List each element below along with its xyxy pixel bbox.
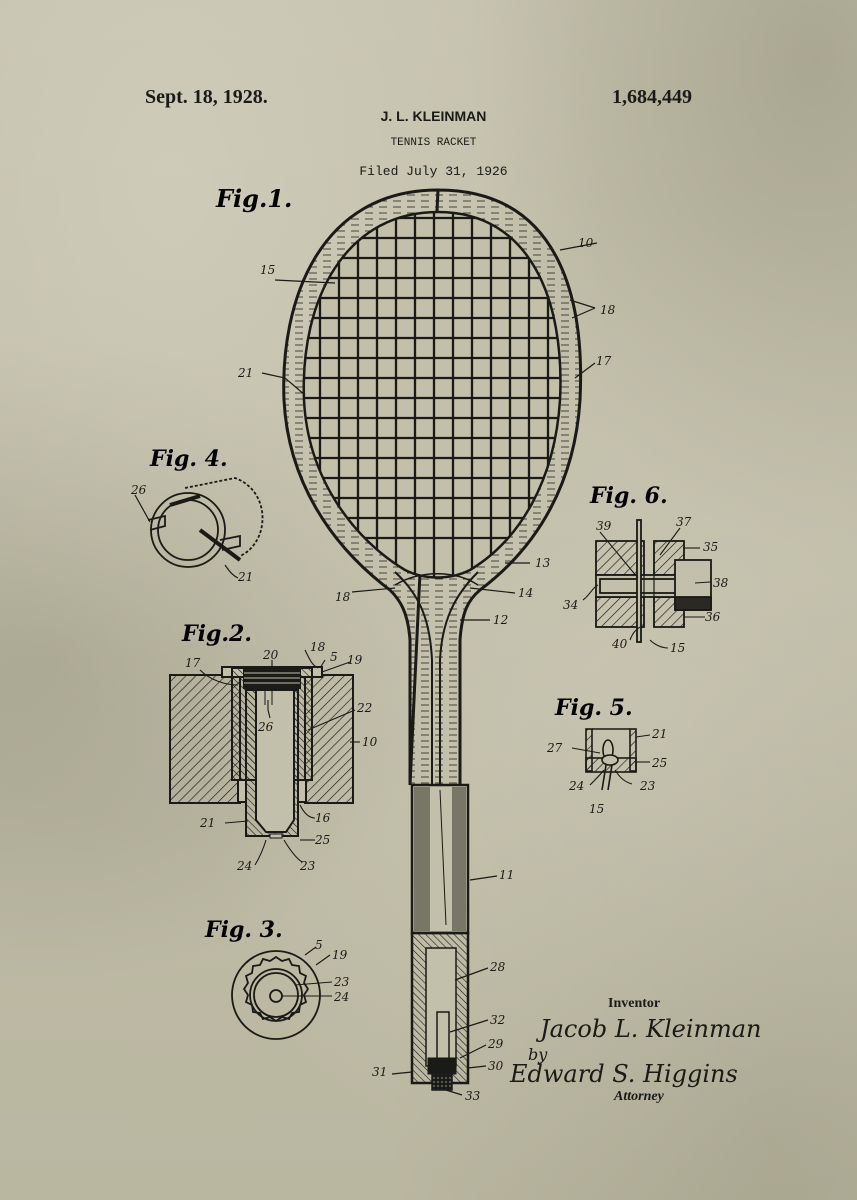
svg-text:25: 25 xyxy=(651,756,667,770)
svg-text:14: 14 xyxy=(518,586,533,600)
svg-text:36: 36 xyxy=(705,610,721,624)
svg-text:10: 10 xyxy=(362,735,378,749)
svg-text:21: 21 xyxy=(237,366,253,380)
svg-text:31: 31 xyxy=(372,1065,387,1079)
svg-text:18: 18 xyxy=(335,590,351,604)
fig3-label: Fig. 3. xyxy=(204,917,283,943)
by-label: by xyxy=(528,1045,548,1064)
fig1-racket xyxy=(261,188,598,1096)
patent-number: 1,684,449 xyxy=(612,86,692,108)
svg-text:17: 17 xyxy=(596,354,612,368)
fig4-grommet xyxy=(134,477,264,579)
svg-text:15: 15 xyxy=(670,641,685,655)
svg-text:38: 38 xyxy=(713,576,729,590)
svg-text:5: 5 xyxy=(330,650,338,664)
fig5-label: Fig. 5. xyxy=(554,695,633,721)
fig5-section xyxy=(585,728,637,791)
svg-text:30: 30 xyxy=(488,1059,504,1073)
inventor-name: J. L. KLEINMAN xyxy=(380,108,487,124)
svg-text:39: 39 xyxy=(596,519,612,533)
svg-text:11: 11 xyxy=(499,868,514,882)
svg-text:33: 33 xyxy=(465,1089,481,1103)
svg-text:22: 22 xyxy=(356,701,372,715)
svg-text:23: 23 xyxy=(299,859,316,873)
svg-text:23: 23 xyxy=(333,975,350,989)
svg-text:26: 26 xyxy=(130,483,147,497)
svg-text:35: 35 xyxy=(703,540,718,554)
svg-text:5: 5 xyxy=(315,938,323,952)
inventor-label: Inventor xyxy=(608,996,661,1011)
svg-text:24: 24 xyxy=(236,859,252,873)
svg-text:10: 10 xyxy=(578,236,594,250)
svg-text:15: 15 xyxy=(589,802,604,816)
svg-text:34: 34 xyxy=(563,598,578,612)
svg-text:13: 13 xyxy=(535,556,551,570)
svg-text:19: 19 xyxy=(347,653,363,667)
svg-text:20: 20 xyxy=(262,648,279,662)
svg-text:18: 18 xyxy=(310,640,326,654)
svg-text:18: 18 xyxy=(600,303,616,317)
svg-text:32: 32 xyxy=(490,1013,505,1027)
filed-date: Filed July 31, 1926 xyxy=(359,164,508,179)
fig6-section xyxy=(595,519,712,643)
svg-text:29: 29 xyxy=(487,1037,504,1051)
fig6-label: Fig. 6. xyxy=(589,483,668,509)
svg-text:24: 24 xyxy=(333,990,349,1004)
attorney-label: Attorney xyxy=(614,1089,664,1104)
fig2-label: Fig.2. xyxy=(181,621,252,647)
svg-text:24: 24 xyxy=(568,779,584,793)
svg-text:21: 21 xyxy=(651,727,667,741)
svg-text:21: 21 xyxy=(237,570,253,584)
svg-text:23: 23 xyxy=(639,779,656,793)
attorney-signature: Edward S. Higgins xyxy=(510,1060,738,1088)
svg-text:26: 26 xyxy=(257,720,274,734)
svg-text:27: 27 xyxy=(546,741,563,755)
svg-text:25: 25 xyxy=(314,833,330,847)
patent-date: Sept. 18, 1928. xyxy=(145,86,268,108)
svg-text:16: 16 xyxy=(315,811,331,825)
fig1-label: Fig.1. xyxy=(215,184,292,213)
svg-text:17: 17 xyxy=(185,656,201,670)
svg-text:19: 19 xyxy=(332,948,348,962)
fig4-label: Fig. 4. xyxy=(149,446,228,472)
svg-text:37: 37 xyxy=(676,515,692,529)
svg-text:12: 12 xyxy=(493,613,508,627)
patent-title: TENNIS RACKET xyxy=(390,137,477,149)
svg-text:40: 40 xyxy=(611,637,628,651)
svg-text:21: 21 xyxy=(199,816,215,830)
svg-text:28: 28 xyxy=(489,960,506,974)
fig3-cap xyxy=(231,946,333,1040)
fig2-section xyxy=(169,666,354,839)
svg-text:15: 15 xyxy=(260,263,275,277)
inventor-signature: Jacob L. Kleinman xyxy=(540,1015,762,1043)
